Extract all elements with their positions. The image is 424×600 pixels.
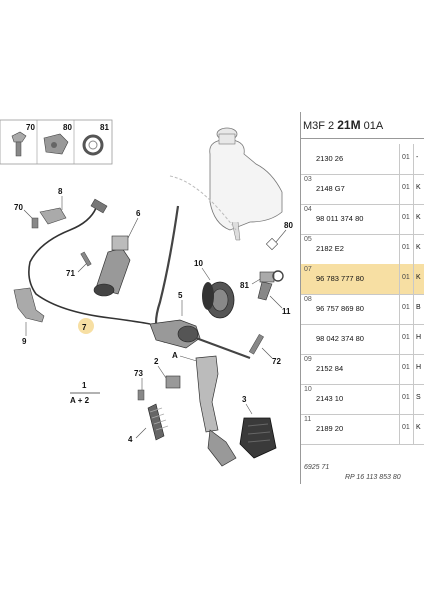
callout-71: 71: [66, 269, 75, 278]
part-note: K: [416, 184, 421, 191]
callout-6: 6: [136, 209, 141, 218]
part-reference: 96 757 869 80: [316, 304, 364, 313]
part-note: -: [416, 154, 419, 161]
callout-70-box: 70: [26, 123, 35, 132]
callout-72: 72: [272, 357, 281, 366]
bracket-9: [13, 287, 45, 323]
callout-73: 73: [134, 369, 143, 378]
callout-2: 2: [154, 357, 159, 366]
master-cylinder-5: [149, 319, 251, 359]
legend-number: 1: [82, 381, 87, 390]
part-quantity: 01: [402, 184, 410, 191]
group-suffix: 01A: [360, 120, 384, 132]
part-reference: 2182 E2: [316, 244, 344, 253]
part-reference: 2130 26: [316, 154, 344, 163]
callout-3: 3: [242, 395, 247, 404]
part-quantity: 01: [402, 304, 410, 311]
group-header: M3F 2 21M 01A: [303, 118, 383, 132]
ring-81-icon: [82, 134, 104, 156]
part-reference: 2143 10: [316, 394, 344, 403]
exploded-parts-diagram: 70 80 81 8 70 6 71: [0, 112, 300, 484]
callout-81: 81: [240, 281, 249, 290]
part-reference: 2152 84: [316, 364, 344, 373]
part-position: 09: [304, 356, 312, 363]
diagram-svg: 70 80 81 8 70 6 71: [0, 119, 293, 467]
slave-cylinder-6: [93, 235, 131, 297]
footer-right-code: RP 16 113 853 80: [345, 474, 401, 481]
pedal-assembly-a: [165, 355, 237, 467]
callout-8: 8: [58, 187, 63, 196]
part-note: H: [416, 364, 422, 371]
assembly-legend: 1 A + 2: [70, 381, 100, 405]
part-position: 03: [304, 176, 312, 183]
parts-row[interactable]: 09 2152 84 01 H: [301, 354, 424, 385]
group-code: 21M: [337, 118, 361, 132]
bolt-70-icon: [11, 131, 27, 157]
callout-81-box: 81: [100, 123, 109, 132]
part-reference: 2189 20: [316, 424, 344, 433]
part-note: K: [416, 214, 421, 221]
spring-4: [147, 403, 169, 441]
part-quantity: 01: [402, 334, 410, 341]
callout-11: 11: [282, 307, 291, 316]
header-divider: [301, 138, 424, 139]
part-quantity: 01: [402, 244, 410, 251]
part-reference: 98 042 374 80: [316, 334, 364, 343]
bracket-8: [39, 207, 67, 225]
callout-a: A: [172, 351, 178, 360]
part-quantity: 01: [402, 364, 410, 371]
part-quantity: 01: [402, 424, 410, 431]
parts-row[interactable]: 03 2148 G7 01 K: [301, 174, 424, 205]
parts-row[interactable]: 2130 26 01-: [301, 144, 424, 175]
part-note: K: [416, 244, 421, 251]
part-position: 04: [304, 206, 312, 213]
callout-80: 80: [284, 221, 293, 230]
part-position: 10: [304, 386, 312, 393]
callout-5: 5: [178, 291, 183, 300]
part-position: 07: [304, 266, 312, 273]
part-reference: 96 783 777 80: [316, 274, 364, 283]
part-quantity: 01: [402, 394, 410, 401]
parts-row[interactable]: 05 2182 E2 01 K: [301, 234, 424, 265]
part-note: B: [416, 304, 421, 311]
callout-7: 7: [82, 323, 87, 332]
part-quantity: 01: [402, 274, 410, 281]
clutch-switch-11: [257, 270, 284, 301]
part-quantity: 01: [402, 214, 410, 221]
parts-row[interactable]: 98 042 374 80 01 H: [301, 324, 424, 355]
callout-7-highlight: [78, 318, 94, 334]
part-position: 08: [304, 296, 312, 303]
callout-80-box: 80: [63, 123, 72, 132]
part-reference: 2148 G7: [316, 184, 345, 193]
group-prefix: M3F 2: [303, 120, 338, 132]
legend-formula: A + 2: [70, 396, 90, 405]
part-note: K: [416, 274, 421, 281]
part-note: H: [416, 334, 422, 341]
parts-row[interactable]: 08 96 757 869 80 01 B: [301, 294, 424, 325]
clutch-pipe-7: [28, 207, 151, 325]
parts-row[interactable]: 04 98 011 374 80 01 K: [301, 204, 424, 235]
grommet-10: [202, 281, 235, 319]
pedal-pad-3: [239, 417, 277, 459]
clip-80-icon: [43, 133, 69, 155]
part-quantity: 01: [402, 154, 410, 161]
parts-row[interactable]: 10 2143 10 01 S: [301, 384, 424, 415]
fluid-reservoir: [209, 127, 283, 241]
part-note: S: [416, 394, 421, 401]
callout-10: 10: [194, 259, 203, 268]
footer-left-code: 6925 71: [304, 464, 330, 471]
part-note: K: [416, 424, 421, 431]
part-reference: 98 011 374 80: [316, 214, 364, 223]
parts-row[interactable]: 07 96 783 777 80 01 K: [301, 264, 424, 295]
callout-4: 4: [128, 435, 133, 444]
part-position: 05: [304, 236, 312, 243]
part-position: 11: [304, 416, 312, 423]
callout-70: 70: [14, 203, 23, 212]
parts-row[interactable]: 11 2189 20 01 K: [301, 414, 424, 445]
callout-9: 9: [22, 337, 27, 346]
